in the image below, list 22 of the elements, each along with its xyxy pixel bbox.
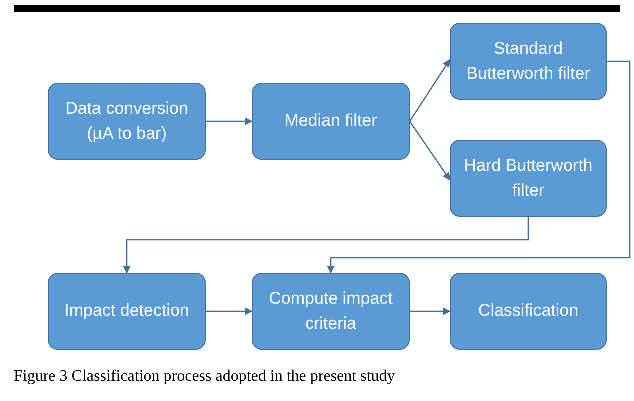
arrow [410,308,451,316]
box-label: Hard Butterworth filter [463,154,594,202]
process-box [48,83,206,160]
arrow [206,118,253,126]
process-box [48,273,206,350]
box-label: Classification [478,300,579,322]
process-box [450,273,607,350]
figure-caption: Figure 3 Classification process adopted in the present study [14,368,396,386]
process-box [450,140,607,217]
box-label: Compute impact criteria [268,288,394,334]
box-label: Data conversion (µA to bar) [64,98,190,144]
box-label: Median filter [284,110,378,132]
process-box [252,273,410,350]
box-label: Standard Butterworth filter [466,38,592,84]
arrow [206,308,253,316]
box-label: Impact detection [64,300,190,322]
arrow [409,121,451,181]
process-box [252,83,410,160]
arrow [327,60,631,274]
process-box [450,23,607,100]
arrow [409,59,451,122]
arrow [123,217,530,274]
